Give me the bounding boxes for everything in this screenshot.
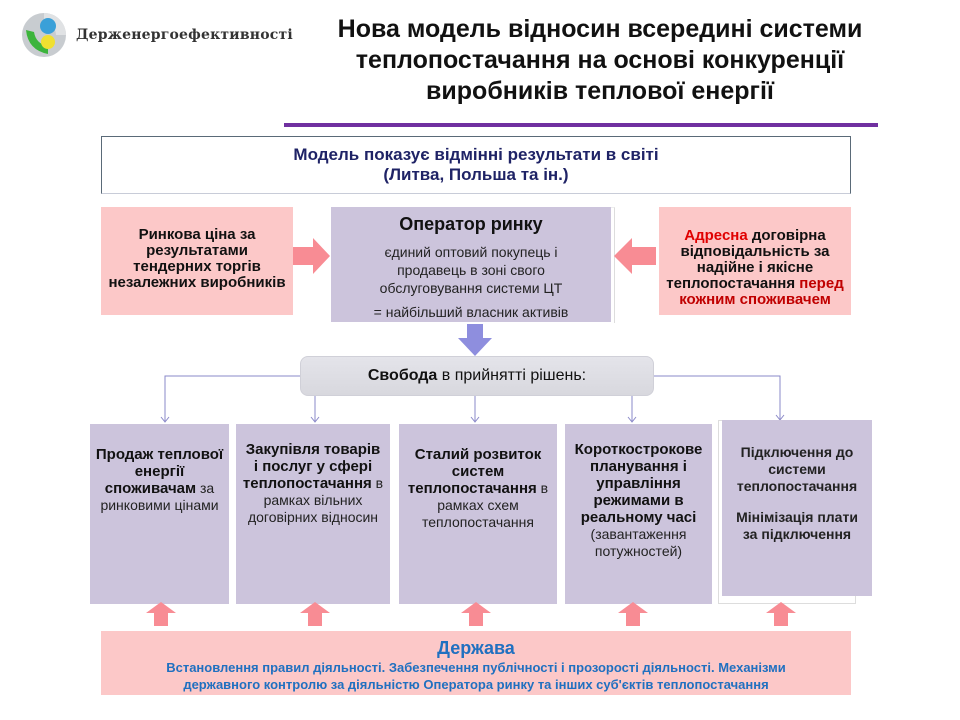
- box-text: рамках вільних: [263, 492, 363, 508]
- responsibility-box: Адресна договірна відповідальність за на…: [659, 207, 851, 315]
- operator-title: Оператор ринку: [399, 214, 543, 234]
- arrow-up-icon: [766, 602, 796, 626]
- banner-line: Модель показує відмінні результати в сві…: [293, 145, 659, 164]
- box-bold: систем: [451, 463, 505, 480]
- box-text: договірних відносин: [247, 509, 379, 525]
- box-text: ринковими цінами: [100, 497, 219, 513]
- arrow-right-icon: [293, 238, 331, 274]
- logo-text: Держенергоефективності: [76, 27, 293, 43]
- title-divider: [284, 123, 878, 127]
- box-connection: Підключення до системи теплопостачання М…: [722, 420, 872, 596]
- box-bold: реальному часі: [580, 509, 697, 526]
- box-line: тендерних торгів: [133, 258, 261, 275]
- box-text: теплопостачання: [666, 275, 800, 292]
- box-bold: теплопостачання: [407, 480, 537, 497]
- box-line: надійне і якісне: [696, 259, 814, 276]
- box-text: в: [371, 475, 384, 491]
- highlight-text: Адресна: [684, 227, 748, 244]
- box-bold: Короткострокове: [574, 441, 703, 458]
- box-bold: Закупівля товарів: [245, 441, 381, 458]
- page-title: Нова модель відносин всередині системи т…: [300, 14, 900, 107]
- state-box: Держава Встановлення правил діяльності. …: [101, 631, 851, 695]
- box-bold: управління: [596, 475, 681, 492]
- box-line: теплопостачання: [736, 478, 858, 494]
- box-line: Мінімізація плати: [736, 509, 858, 525]
- arrow-left-icon: [614, 238, 656, 274]
- box-line: кожним споживачем: [679, 291, 831, 308]
- box-line: Ринкова ціна за: [138, 226, 256, 243]
- banner-line: (Литва, Польша та ін.): [383, 165, 569, 184]
- freedom-bar: Свобода в прийнятті рішень:: [300, 356, 654, 396]
- box-line: результатами: [146, 242, 248, 259]
- box-line: за підключення: [742, 526, 852, 542]
- operator-desc-line: продавець в зоні свого: [397, 262, 545, 278]
- state-desc-line: Встановлення правил діяльності. Забезпеч…: [166, 660, 786, 675]
- box-short-term-planning: Короткострокове планування і управління …: [565, 424, 712, 604]
- title-line: теплопостачання на основі конкуренції: [355, 46, 845, 74]
- arrow-up-icon: [618, 602, 648, 626]
- box-line: незалежних виробників: [108, 274, 286, 291]
- box-text: рамках схем: [437, 497, 519, 513]
- operator-desc-line: єдиний оптовий покупець і: [384, 244, 558, 260]
- box-text: теплопостачання: [422, 514, 534, 530]
- box-sustainable-development: Сталий розвиток систем теплопостачання в…: [399, 424, 557, 604]
- results-banner: Модель показує відмінні результати в сві…: [101, 136, 851, 194]
- box-bold: Продаж теплової: [95, 446, 224, 463]
- box-bold: теплопостачання: [242, 475, 372, 492]
- arrow-down-icon: [458, 324, 492, 356]
- freedom-text: в прийнятті рішень:: [437, 367, 587, 384]
- title-line: Нова модель відносин всередині системи: [337, 15, 863, 43]
- operator-equation: = найбільший власник активів: [373, 304, 569, 320]
- box-bold: енергії: [134, 463, 185, 480]
- highlight-text: перед: [799, 275, 844, 292]
- logo-icon: [18, 10, 78, 60]
- box-line: теплопостачання перед: [659, 276, 851, 292]
- freedom-bold: Свобода: [367, 367, 438, 384]
- operator-desc-line: обслуговування системи ЦТ: [379, 280, 563, 296]
- state-desc-line: державного контролю за діяльністю Операт…: [183, 677, 769, 692]
- box-procurement: Закупівля товарів і послуг у сфері тепло…: [236, 424, 390, 604]
- market-operator-box: Оператор ринку єдиний оптовий покупець і…: [331, 207, 611, 322]
- box-line: Адресна договірна: [659, 228, 851, 244]
- box-bold: Сталий розвиток: [414, 446, 542, 463]
- arrow-up-icon: [146, 602, 176, 626]
- box-heat-sales: Продаж теплової енергії споживачам за ри…: [90, 424, 229, 604]
- state-title: Держава: [437, 638, 515, 658]
- box-bold: планування і: [590, 458, 687, 475]
- box-text: договірна: [747, 227, 826, 244]
- box-text: за: [196, 480, 215, 496]
- market-price-box: Ринкова ціна за результатами тендерних т…: [101, 207, 293, 315]
- box-bold: споживачам: [104, 480, 197, 497]
- title-line: виробників теплової енергії: [426, 77, 774, 105]
- box-bold: і послуг у сфері: [253, 458, 373, 475]
- operator-description: єдиний оптовий покупець і продавець в зо…: [331, 243, 611, 297]
- box-text: потужностей): [594, 543, 683, 559]
- box-bold: режимами в: [593, 492, 684, 509]
- box-text: (завантаження: [590, 526, 687, 542]
- arrow-up-icon: [300, 602, 330, 626]
- box-line: Підключення до: [740, 444, 854, 460]
- box-text: в: [536, 480, 549, 496]
- box-line: відповідальність за: [680, 243, 830, 260]
- arrow-up-icon: [461, 602, 491, 626]
- box-line: системи: [768, 461, 826, 477]
